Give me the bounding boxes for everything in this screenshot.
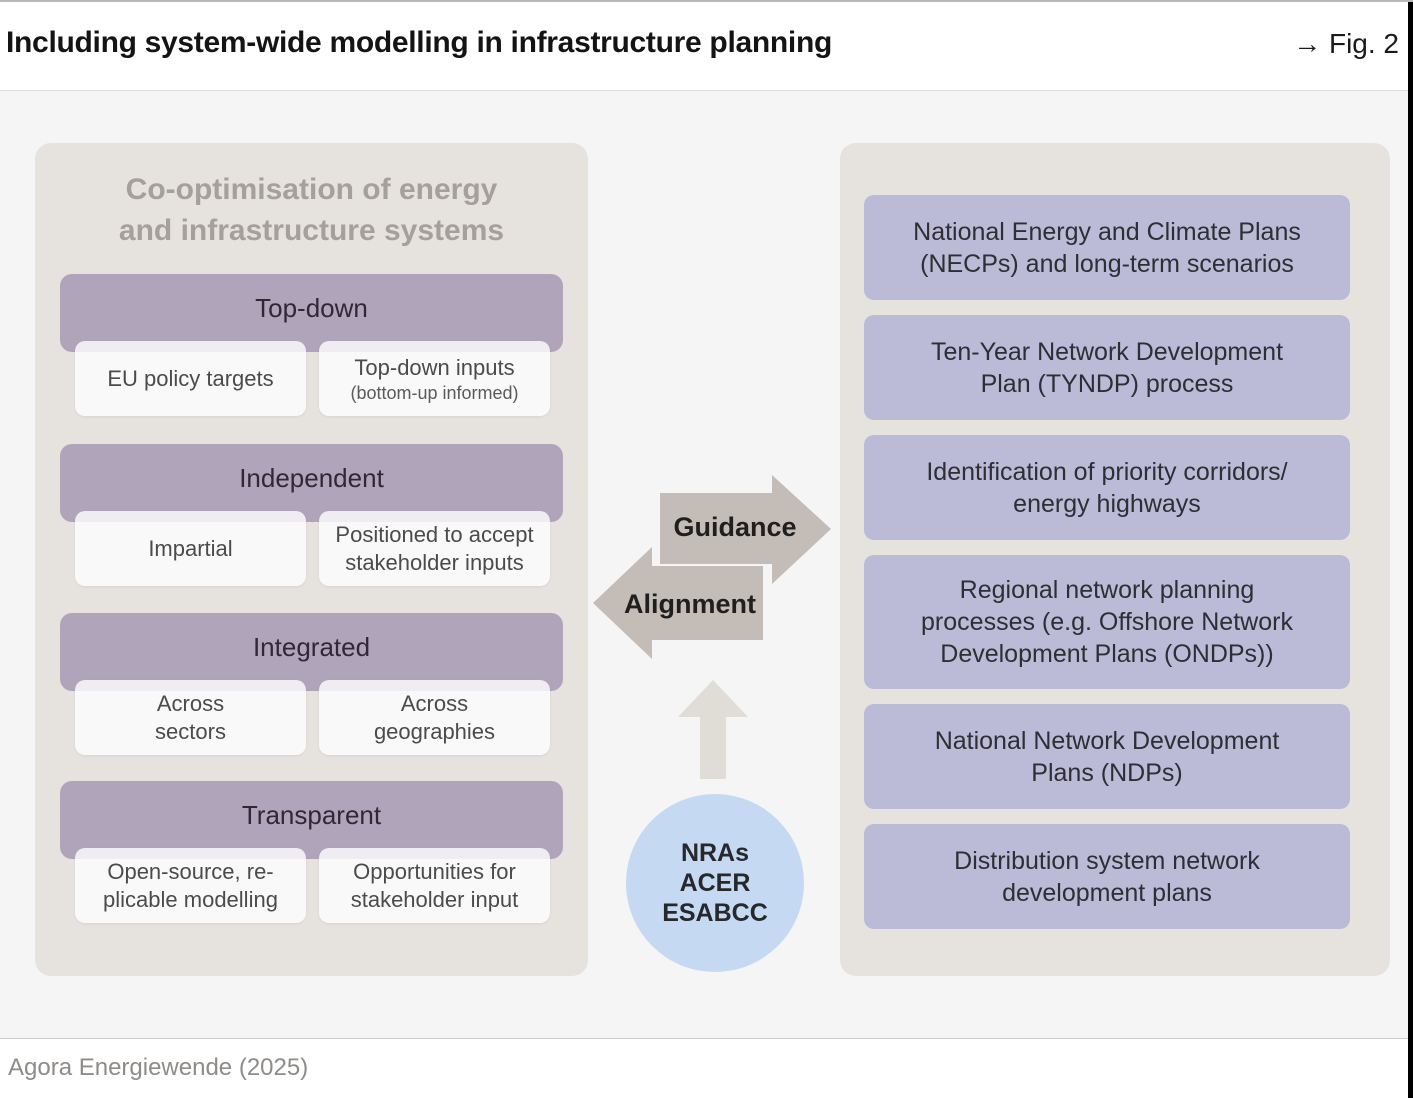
up-arrow-icon (678, 680, 748, 779)
sub-box-label: Open-source, re- plicable modelling (103, 858, 278, 912)
sub-box-label: EU policy targets (107, 365, 274, 391)
sub-box-stakeholder-inputs: Positioned to accept stakeholder inputs (319, 511, 550, 586)
process-box-necps: National Energy and Climate Plans (NECPs… (864, 195, 1350, 300)
group-independent: Independent Impartial Positioned to acce… (60, 444, 563, 586)
guidance-arrow-label: Guidance (673, 512, 797, 542)
sub-box-label: Opportunities for stakeholder input (350, 858, 519, 912)
figure-title: Including system-wide modelling in infra… (6, 26, 833, 59)
process-box-priority-corridors: Identification of priority corridors/ en… (864, 435, 1350, 540)
right-edge-strip (1408, 2, 1413, 1098)
group-title-bar: Independent (60, 444, 563, 522)
left-panel-co-optimisation: Co-optimisation of energy and infrastruc… (35, 143, 588, 976)
source-text: Agora Energiewende (2025) (8, 1054, 309, 1081)
sub-box-opportunities-input: Opportunities for stakeholder input (319, 848, 550, 923)
alignment-arrow-label: Alignment (624, 589, 756, 619)
figure-number: → Fig. 2 (1293, 28, 1399, 59)
group-transparent: Transparent Open-source, re- plicable mo… (60, 781, 563, 923)
sub-box-label: Impartial (148, 535, 233, 561)
sub-box-label: Positioned to accept stakeholder inputs (335, 521, 534, 575)
guidance-arrow-icon (660, 475, 831, 584)
group-items-row: Across sectors Across geographies (75, 680, 550, 755)
process-box-ndps: National Network Development Plans (NDPs… (864, 704, 1350, 809)
right-panel-planning-processes: National Energy and Climate Plans (NECPs… (840, 143, 1390, 976)
sub-box-label: Across geographies (373, 690, 496, 744)
sub-box-sublabel: (bottom-up informed) (350, 382, 519, 403)
sub-box-top-down-inputs: Top-down inputs (bottom-up informed) (319, 341, 550, 416)
sub-box-across-sectors: Across sectors (75, 680, 306, 755)
group-title-bar: Transparent (60, 781, 563, 859)
process-box-tyndp: Ten-Year Network Development Plan (TYNDP… (864, 315, 1350, 420)
group-items-row: Impartial Positioned to accept stakehold… (75, 511, 550, 586)
group-title-bar: Top-down (60, 274, 563, 352)
group-top-down: Top-down EU policy targets Top-down inpu… (60, 274, 563, 416)
group-items-row: Open-source, re- plicable modelling Oppo… (75, 848, 550, 923)
sub-box-label: Across sectors (155, 690, 226, 744)
figure-header: Including system-wide modelling in infra… (0, 2, 1413, 90)
group-integrated: Integrated Across sectors Across geograp… (60, 613, 563, 755)
sub-box-across-geographies: Across geographies (319, 680, 550, 755)
figure-footer: Agora Energiewende (2025) (0, 1038, 1413, 1098)
sub-box-eu-policy-targets: EU policy targets (75, 341, 306, 416)
figure-content: Co-optimisation of energy and infrastruc… (0, 90, 1413, 1038)
sub-box-label: Top-down inputs (354, 354, 515, 380)
flow-arrows-graphic (593, 475, 831, 779)
left-panel-heading: Co-optimisation of energy and infrastruc… (118, 173, 505, 247)
group-title-bar: Integrated (60, 613, 563, 691)
sub-box-open-source-modelling: Open-source, re- plicable modelling (75, 848, 306, 923)
group-items-row: EU policy targets Top-down inputs (botto… (75, 341, 550, 416)
regulators-circle: NRAs ACER ESABCC (626, 794, 804, 972)
regulators-circle-label: NRAs ACER ESABCC (662, 839, 768, 927)
process-box-regional-ondps: Regional network planning processes (e.g… (864, 555, 1350, 689)
alignment-arrow-icon (593, 547, 763, 659)
sub-box-impartial: Impartial (75, 511, 306, 586)
process-box-distribution-plans: Distribution system network development … (864, 824, 1350, 929)
